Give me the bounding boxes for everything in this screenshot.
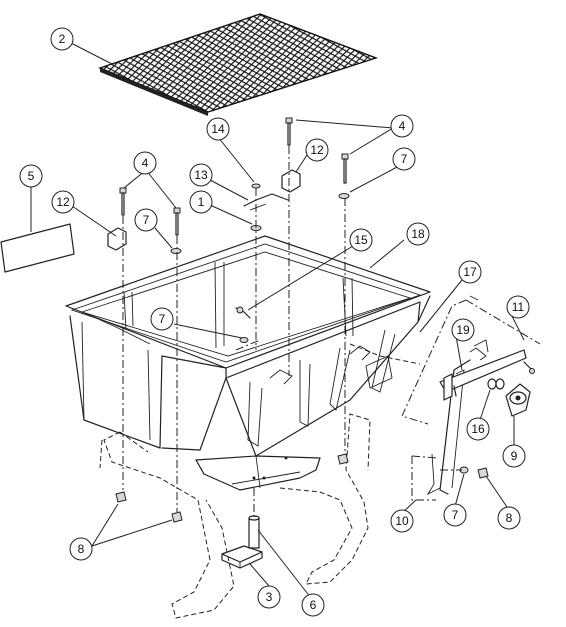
callout-7-middle-label: 7	[159, 312, 166, 326]
callout-17-label: 17	[463, 265, 477, 279]
callout-12-right-label: 12	[310, 143, 324, 157]
spacer-washers-part	[487, 378, 505, 390]
callout-7-left-label: 7	[143, 213, 150, 227]
callout-8-right: 8	[497, 506, 521, 530]
callout-5-label: 5	[28, 169, 35, 183]
callout-17: 17	[458, 260, 482, 284]
callout-4-left-label: 4	[142, 156, 149, 170]
assembly-centerlines	[122, 146, 462, 518]
callout-1-label: 1	[198, 195, 205, 209]
callout-4-left: 4	[133, 151, 157, 175]
callout-7-top-right-label: 7	[401, 152, 408, 166]
callout-6-label: 6	[310, 598, 317, 612]
callout-12-left: 12	[51, 190, 75, 214]
callout-9-label: 9	[511, 449, 518, 463]
callout-8-left: 8	[69, 537, 93, 561]
callout-3: 3	[257, 585, 281, 609]
callout-2-label: 2	[59, 32, 66, 46]
callout-7-top-right: 7	[392, 147, 416, 171]
callout-6: 6	[301, 593, 325, 617]
pivot-pin-part	[248, 515, 260, 549]
callout-19: 19	[451, 318, 475, 342]
side-bracket-assembly	[401, 295, 541, 501]
callout-15: 15	[349, 228, 373, 252]
callout-11-label: 11	[512, 300, 525, 314]
callout-18-label: 18	[411, 227, 425, 241]
callout-10: 10	[390, 509, 414, 533]
nuts-hardware	[115, 453, 489, 523]
stirrup-bracket-part	[221, 545, 263, 569]
callout-8-right-label: 8	[506, 511, 513, 525]
hopper-body-part	[65, 235, 431, 491]
callout-7-bottom: 7	[443, 503, 467, 527]
callout-10-label: 10	[395, 514, 409, 528]
clip-part	[243, 193, 289, 211]
callout-14: 14	[206, 117, 230, 141]
callout-16: 16	[466, 417, 490, 441]
callout-1: 1	[189, 190, 213, 214]
callout-5: 5	[19, 164, 43, 188]
bolts-hardware	[119, 117, 535, 397]
callout-2: 2	[50, 27, 74, 51]
decal-plate-part	[0, 223, 75, 273]
callout-14-label: 14	[211, 122, 225, 136]
clamp-knob-part	[505, 383, 531, 417]
callout-13: 13	[189, 163, 213, 187]
callout-15-label: 15	[354, 233, 368, 247]
callout-19-label: 19	[456, 323, 470, 337]
callout-12-right: 12	[305, 138, 329, 162]
callout-18: 18	[406, 222, 430, 246]
frame-dashed-outline	[99, 413, 371, 619]
callout-7-middle: 7	[150, 307, 174, 331]
callout-3-label: 3	[266, 590, 273, 604]
callout-11: 11	[506, 295, 530, 319]
callout-4-right-label: 4	[399, 119, 406, 133]
callout-8-left-label: 8	[78, 542, 85, 556]
mesh-grate-part	[97, 13, 379, 116]
callout-16-label: 16	[471, 422, 485, 436]
callout-13-label: 13	[194, 168, 208, 182]
callout-12-left-label: 12	[56, 195, 70, 209]
callout-4-right: 4	[390, 114, 414, 138]
callout-7-left: 7	[134, 208, 158, 232]
callout-9: 9	[502, 444, 526, 468]
callout-7-bottom-label: 7	[452, 508, 459, 522]
